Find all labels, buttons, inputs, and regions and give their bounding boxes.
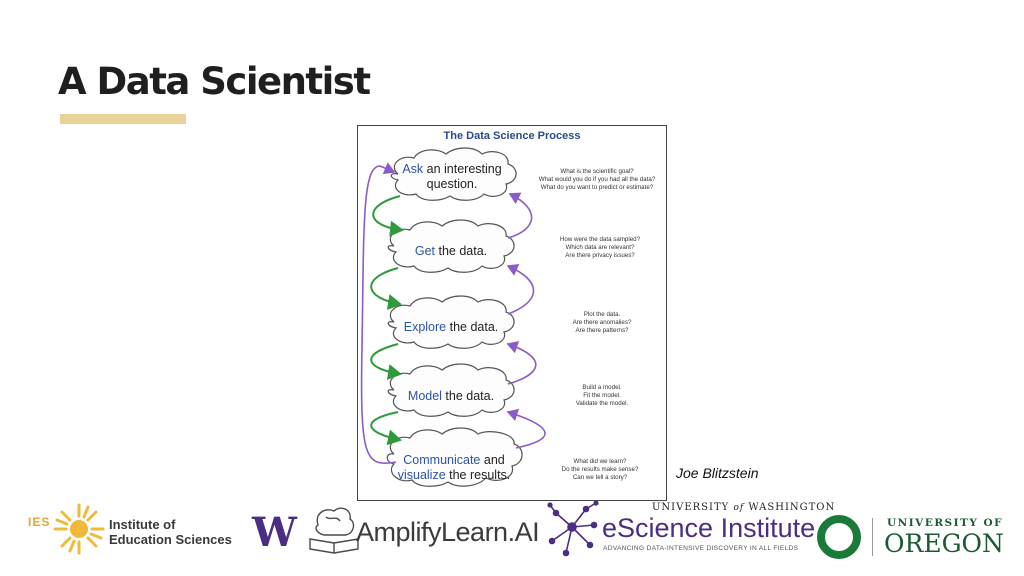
forward-arrow-3 [370,343,402,380]
question-line: What did we learn? [573,458,627,465]
back-arrow-4 [506,408,546,449]
question-line: What is the scientific goal? [560,168,634,175]
forward-arrow-1 [372,195,404,237]
escience-tagline: ADVANCING DATA-INTENSIVE DISCOVERY IN AL… [603,545,799,552]
ies-line-1: Institute of [109,517,176,532]
cloud-get [387,219,515,273]
slide-title: A Data Scientist [58,60,371,103]
ies-sunburst-icon [53,503,105,555]
ies-logo-text: Institute of Education Sciences [109,517,232,547]
image-credit: Joe Blitzstein [676,465,759,481]
logo-graphics [53,500,599,557]
back-arrow-1 [507,192,533,239]
amplifylearn-logo-text: AmplifyLearn.AI [356,517,540,547]
cloud-model [387,363,515,417]
uw-name: UNIVERSITY of WASHINGTON [652,502,835,513]
step-ask-keyword: Ask [402,162,424,176]
step-visualize-text: the results. [445,468,511,482]
step-communicate-keyword: Communicate [403,453,481,467]
forward-arrow-2 [370,267,402,310]
back-arrow-3 [506,341,537,385]
ies-abbreviation: IES [28,515,51,529]
step-get-keyword: Get [414,244,436,258]
question-line: What would you do if you had all the dat… [538,176,656,183]
back-arrow-loop [360,162,397,464]
question-line: Do the results make sense? [561,466,639,473]
questions-explore: Plot the data. Are there anomalies? Are … [542,311,662,335]
uo-divider [872,518,873,556]
uw-name-pre: UNIVERSITY [652,502,734,513]
question-line: Plot the data. [583,311,621,318]
step-ask: Ask an interesting question. [392,162,512,192]
question-line: How were the data sampled? [559,236,641,243]
uo-o-logo-icon [817,515,861,559]
step-model: Model the data. [392,389,510,404]
uw-name-of: of [733,503,745,513]
step-explore: Explore the data. [392,320,510,335]
title-underline [60,114,186,124]
question-line: Can we tell a story? [572,474,628,481]
questions-model: Build a model. Fit the model. Validate t… [542,384,662,408]
question-line: Are there anomalies? [572,319,632,326]
cloud-explore [387,295,515,349]
step-communicate: Communicate and visualize the results. [388,453,520,483]
step-get: Get the data. [392,244,510,259]
forward-arrow-4 [370,411,402,446]
step-explore-text: the data. [446,320,499,334]
partner-logo-bar: IES [0,495,1024,576]
escience-logo-text: eScience Institute [602,513,816,543]
amplify-brain-book-icon [309,507,359,554]
escience-network-icon [547,500,599,557]
step-communicate-text: and [480,453,505,467]
uo-university-of: UNIVERSITY OF [887,517,1004,529]
question-line: Are there privacy issues? [565,252,635,259]
question-line: Fit the model. [583,392,621,399]
process-diagram-graphics [360,147,546,487]
questions-ask: What is the scientific goal? What would … [530,168,664,192]
uw-w-logo: W [252,509,297,556]
cloud-communicate [386,427,523,487]
step-ask-text: an interesting question. [423,162,502,191]
step-model-text: the data. [441,389,495,403]
step-explore-keyword: Explore [403,320,447,334]
question-line: Build a model. [582,384,622,391]
uo-oregon: OREGON [884,529,1004,558]
question-line: Validate the model. [575,400,629,407]
step-visualize-keyword: visualize [397,468,446,482]
question-line: Which data are relevant? [565,244,635,251]
cloud-ask [390,147,517,201]
step-model-keyword: Model [407,389,442,403]
question-line: Are there patterns? [575,327,629,334]
diagram-title: The Data Science Process [443,130,581,142]
questions-get: How were the data sampled? Which data ar… [538,236,662,260]
question-line: What do you want to predict or estimate? [540,184,654,191]
step-get-text: the data. [435,244,488,258]
questions-communicate: What did we learn? Do the results make s… [538,458,662,482]
ies-line-2: Education Sciences [109,532,232,547]
back-arrow-2 [506,264,535,315]
data-science-process-figure: The Data Science Process Ask an interest… [357,125,667,501]
uw-name-post: WASHINGTON [744,502,836,513]
